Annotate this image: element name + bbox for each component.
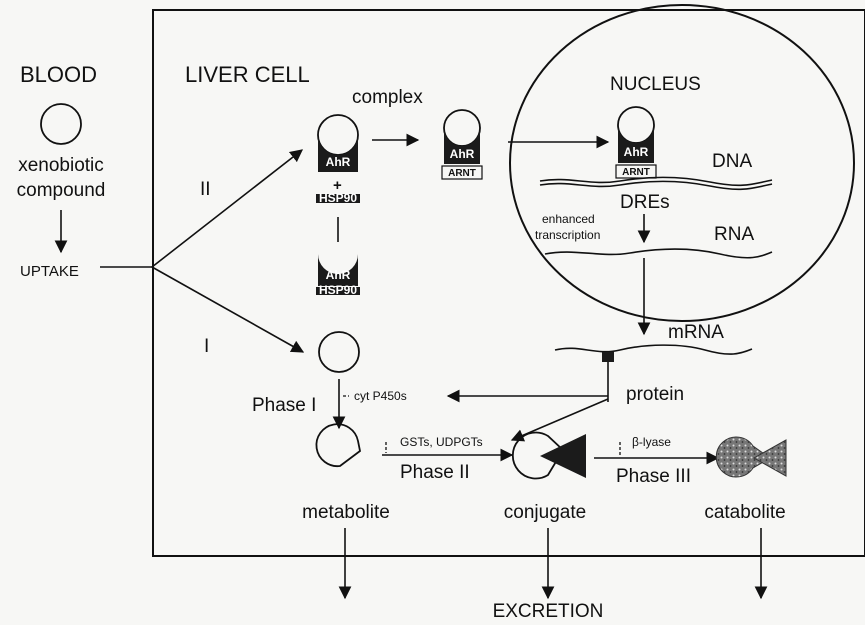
nucleus-boundary: [510, 5, 854, 321]
pathway-I-label: I: [204, 336, 209, 357]
svg-text:ARNT: ARNT: [622, 167, 650, 178]
pathway-I-compound-circle: [319, 332, 359, 372]
mrna-strand: [555, 345, 752, 354]
protein-label: protein: [626, 384, 684, 405]
compound-label: compound: [17, 180, 106, 201]
rna-strand: [545, 249, 772, 258]
rna-label: RNA: [714, 224, 754, 245]
enhanced-label: enhanced: [542, 212, 595, 226]
catabolite-label: catabolite: [704, 502, 785, 523]
uptake-label: UPTAKE: [20, 263, 79, 280]
ribosome-marker: [602, 352, 614, 362]
pathway-I-arrow: [152, 267, 303, 352]
b-lyase-label: β-lyase: [632, 435, 671, 449]
cyt-p450s-label: cyt P450s: [354, 389, 407, 403]
hsp90-bar-top: HSP90: [316, 191, 360, 205]
pathway-II-label: II: [200, 179, 211, 200]
transcription-label: transcription: [535, 228, 600, 242]
catabolite-shape: [716, 437, 786, 477]
liver-cell-boundary: [153, 10, 865, 556]
mrna-label: mRNA: [668, 322, 724, 343]
dres-label: DREs: [620, 192, 670, 213]
metabolite-label: metabolite: [302, 502, 390, 523]
complex-label: complex: [352, 87, 423, 108]
gsts-udpgts-label: GSTs, UDPGTs: [400, 435, 483, 449]
svg-text:AhR: AhR: [326, 155, 351, 169]
liver-cell-label: LIVER CELL: [185, 62, 310, 87]
svg-text:AhR: AhR: [624, 145, 649, 159]
svg-text:AhR: AhR: [326, 268, 351, 282]
phase-I-label: Phase I: [252, 395, 316, 416]
xenobiotic-compound-circle: [41, 104, 81, 144]
xenobiotic-label: xenobiotic: [18, 155, 104, 176]
svg-text:ARNT: ARNT: [448, 168, 476, 179]
conjugate-shape: [513, 433, 586, 479]
ahr-arnt-complex: AhR ARNT: [442, 110, 482, 179]
blood-label: BLOOD: [20, 62, 97, 87]
svg-text:HSP90: HSP90: [319, 191, 357, 205]
phase-II-label: Phase II: [400, 462, 470, 483]
nucleus-label: NUCLEUS: [610, 74, 701, 95]
conjugate-label: conjugate: [504, 502, 586, 523]
ahr-empty-receptor: AhR HSP90: [316, 254, 360, 297]
nuclear-ahr-arnt-complex: AhR ARNT: [616, 107, 656, 178]
metabolite-shape: [316, 424, 360, 466]
svg-text:AhR: AhR: [450, 147, 475, 161]
ahr-ligand-receptor: AhR: [318, 115, 358, 172]
dna-label: DNA: [712, 151, 752, 172]
phase-III-label: Phase III: [616, 466, 691, 487]
svg-text:HSP90: HSP90: [319, 283, 357, 297]
excretion-label: EXCRETION: [493, 601, 604, 622]
pathway-II-arrow: [152, 150, 302, 267]
